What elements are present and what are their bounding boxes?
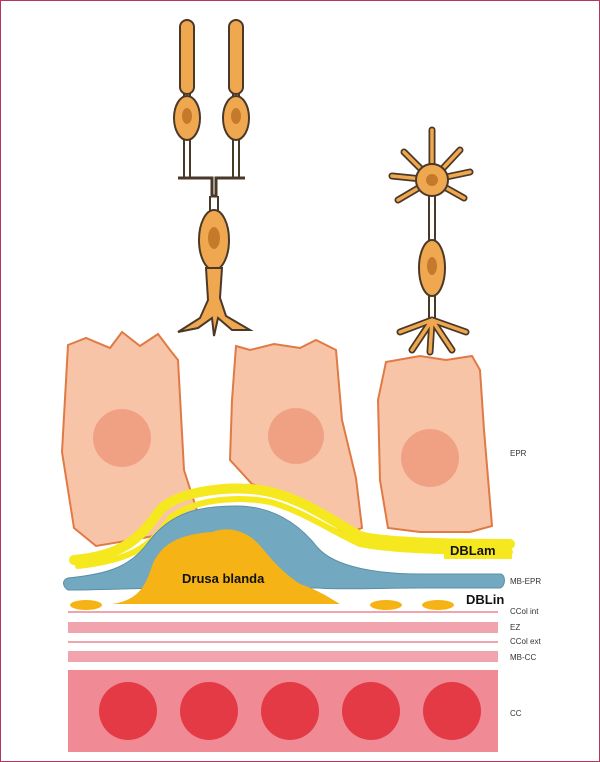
ccol-int-stripe: [68, 611, 498, 613]
bipolar-neuron-left: [174, 20, 250, 336]
outer-segment-left: [180, 20, 194, 94]
label-ez: EZ: [510, 623, 520, 632]
label-mb-epr: MB-EPR: [510, 577, 541, 586]
label-epr: EPR: [510, 449, 527, 458]
stellate-neuron-right: [392, 130, 470, 352]
rpe-nucleus-1: [93, 409, 151, 467]
label-dblam: DBLam: [450, 543, 496, 558]
ez-stripe: [68, 622, 498, 633]
label-drusa-blanda: Drusa blanda: [182, 571, 265, 586]
outer-segment-right: [229, 20, 243, 94]
rpe-nucleus-2: [268, 408, 324, 464]
rpe-nucleus-3: [401, 429, 459, 487]
label-dblin: DBLin: [466, 592, 504, 607]
ccol-ext-stripe: [68, 641, 498, 643]
label-cc: CC: [510, 709, 522, 718]
label-mb-cc: MB-CC: [510, 653, 536, 662]
rpe-cell-3: [378, 356, 492, 532]
mb-cc-stripe: [68, 651, 498, 662]
label-ccol-ext: CCol ext: [510, 637, 541, 646]
label-ccol-int: CCol int: [510, 607, 539, 616]
